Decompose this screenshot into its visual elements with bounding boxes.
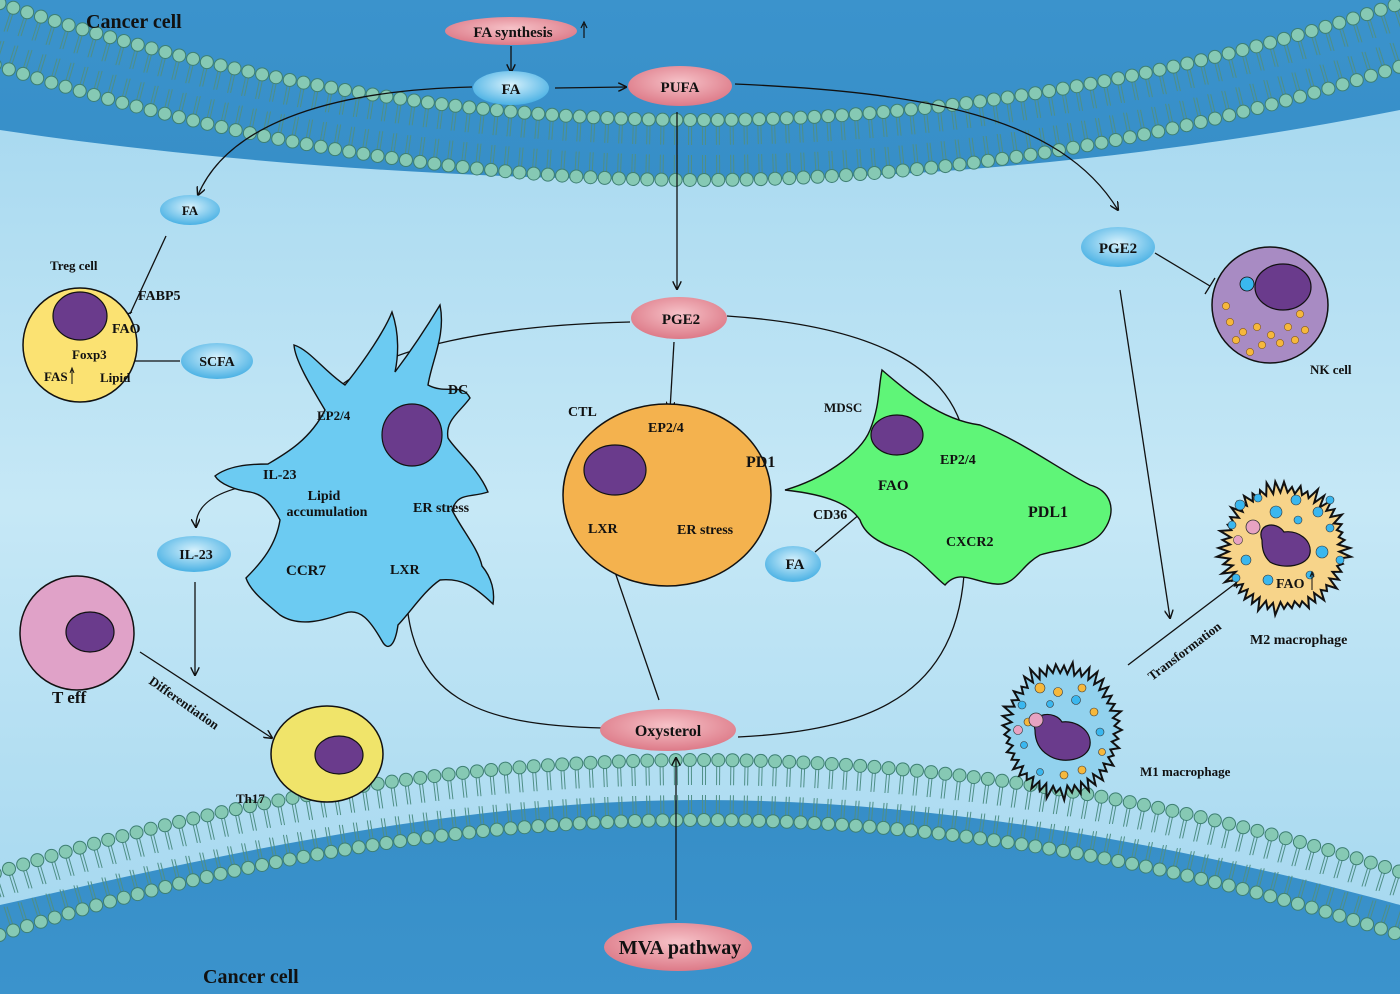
treg-cell [22, 287, 138, 403]
nk-granules [1222, 302, 1309, 356]
arrow-transformation [1127, 580, 1240, 666]
m2-fao-label: FAO [1276, 577, 1305, 592]
dc-lxr-label: LXR [390, 563, 420, 578]
treg-cell-label: Treg cell [50, 258, 98, 273]
arrow-pge2-to-ctl [670, 341, 674, 410]
th17-cell [270, 705, 384, 803]
fabp5-label: FABP5 [138, 289, 181, 304]
pge2-center-label: PGE2 [662, 312, 700, 328]
nk-nucleus [1254, 263, 1312, 311]
ctl-label: CTL [568, 405, 597, 420]
cancer-cell-top-label: Cancer cell [86, 11, 182, 33]
fas-label: FAS [44, 369, 68, 384]
arrow-fa-to-fabp5 [129, 235, 167, 315]
lipid-bilayer-membranes [0, 0, 1400, 942]
cancer-cell-bottom-label: Cancer cell [203, 966, 299, 988]
arrow-fa-to-pufa [554, 87, 626, 88]
mva-pathway-node: MVA pathway [604, 923, 752, 971]
mdsc-ep24-label: EP2/4 [940, 453, 976, 468]
inhibit-bar-nk [1204, 277, 1216, 295]
m1-nucleus [1033, 713, 1091, 761]
cd36-label: CD36 [813, 508, 847, 523]
ctl-nucleus [583, 444, 647, 496]
oxysterol-node: Oxysterol [600, 709, 736, 751]
m2-macrophage-label: M2 macrophage [1250, 633, 1347, 648]
th17-label: Th17 [236, 791, 265, 806]
m2-nucleus [1260, 524, 1311, 567]
mdsc-nucleus [870, 414, 924, 456]
pufa-node: PUFA [628, 66, 732, 106]
arrow-oxysterol-to-cxcr2 [737, 550, 965, 738]
pge2-right-label: PGE2 [1099, 241, 1137, 257]
pd1-label: PD1 [746, 454, 775, 471]
treg-nucleus [52, 291, 108, 341]
dc-cell [214, 303, 495, 648]
fas-up-arrow [69, 366, 75, 384]
m1-macrophage-label: M1 macrophage [1140, 764, 1231, 779]
dc-label: DC [448, 383, 468, 398]
arrow-pge2-to-macrophage [1119, 289, 1170, 618]
ctl-ep24-label: EP2/4 [648, 421, 684, 436]
dc-il23-label: IL-23 [263, 468, 296, 483]
m1-granules [1013, 682, 1106, 780]
t-eff-label: T eff [52, 688, 86, 707]
nk-cell [1211, 246, 1329, 364]
fa-synthesis-node: FA synthesis [445, 17, 577, 45]
arrow-fa-to-fa-left [198, 86, 473, 195]
foxp3-label: Foxp3 [72, 347, 107, 362]
arrow-oxysterol-to-dc-lxr [406, 580, 604, 729]
lipid-accumulation-1: Lipid [308, 489, 341, 504]
mdsc-cell [784, 368, 1112, 586]
pufa-label: PUFA [661, 80, 700, 96]
dc-nucleus [381, 403, 443, 467]
il23-node: IL-23 [157, 536, 231, 572]
cxcr2-label: CXCR2 [946, 535, 993, 550]
fa-mdsc-node: FA [765, 546, 821, 582]
th17-nucleus [314, 735, 364, 775]
pge2-right-node: PGE2 [1081, 227, 1155, 267]
up-arrow-fa-synthesis [580, 20, 588, 38]
il23-label: IL-23 [179, 548, 212, 563]
mdsc-label: MDSC [824, 400, 862, 415]
arrow-pufa-to-nk-pge2 [734, 83, 1118, 210]
fa-left-node: FA [160, 195, 220, 225]
fa-mdsc-label: FA [786, 557, 805, 573]
dc-ep24-label: EP2/4 [317, 408, 351, 423]
m1-macrophage [1000, 659, 1124, 804]
arrow-pge2-to-mdsc [726, 315, 965, 440]
arrow-teff-to-th17 [139, 651, 272, 738]
nk-cell-label: NK cell [1310, 362, 1352, 377]
ctl-lxr-label: LXR [588, 522, 618, 537]
fa-top-node: FA [473, 71, 549, 105]
nk-blue-granule [1239, 276, 1255, 292]
oxysterol-label: Oxysterol [635, 723, 702, 740]
inhibit-pge2-nk [1154, 252, 1211, 287]
ccr7-label: CCR7 [286, 563, 326, 579]
lipid-label: Lipid [100, 370, 131, 385]
m2-fao-up-arrow [1309, 570, 1315, 590]
pdl1-label: PDL1 [1028, 504, 1068, 521]
t-eff-nucleus [65, 611, 115, 653]
scfa-node: SCFA [181, 343, 253, 379]
mdsc-fao-label: FAO [878, 478, 909, 494]
ctl-er-stress-label: ER stress [677, 523, 734, 538]
treg-fao-label: FAO [112, 322, 141, 337]
lipid-accumulation-2: accumulation [287, 505, 368, 520]
pge2-center-node: PGE2 [631, 297, 727, 339]
fa-top-label: FA [502, 82, 521, 98]
ctl-cell [562, 403, 772, 587]
mva-pathway-label: MVA pathway [619, 937, 741, 959]
dc-er-stress-label: ER stress [413, 501, 470, 516]
fa-synthesis-label: FA synthesis [473, 25, 552, 41]
t-eff-cell [19, 575, 135, 691]
fa-left-label: FA [182, 203, 199, 218]
scfa-label: SCFA [199, 355, 235, 370]
